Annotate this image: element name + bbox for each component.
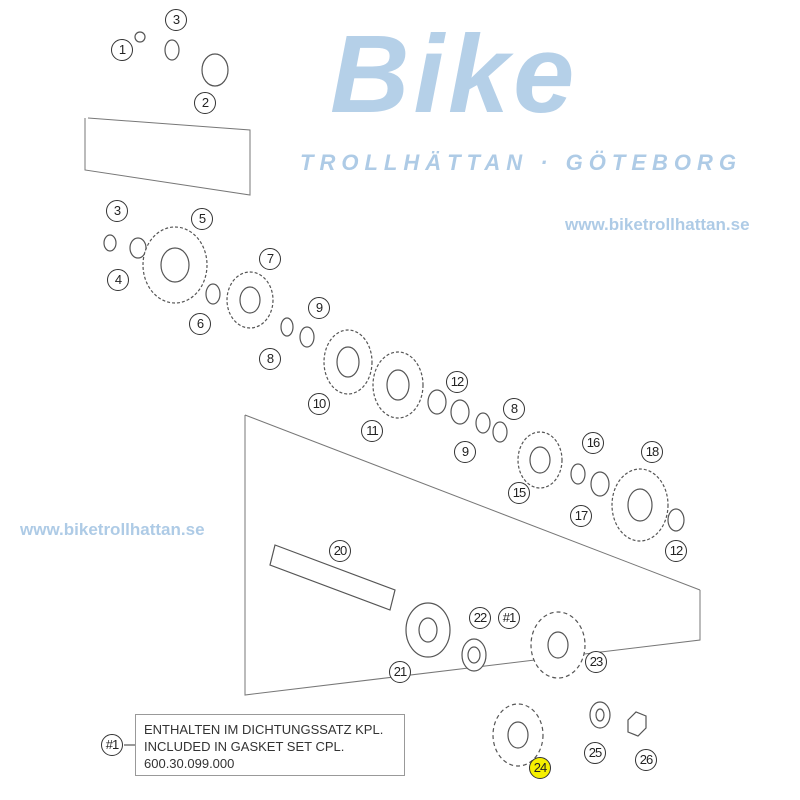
part-callout-2[interactable]: 2 bbox=[194, 92, 216, 114]
note-line-en: INCLUDED IN GASKET SET CPL. bbox=[144, 739, 345, 754]
part-callout-16[interactable]: 16 bbox=[582, 432, 604, 454]
part-callout-11[interactable]: 11 bbox=[361, 420, 383, 442]
watermark-url-left: www.biketrollhattan.se bbox=[20, 520, 205, 539]
part-callout-ref1[interactable]: #1 bbox=[498, 607, 520, 629]
circlip-part bbox=[134, 31, 146, 43]
gear-part bbox=[226, 271, 274, 329]
part-callout-4[interactable]: 4 bbox=[107, 269, 129, 291]
watermark-logo: Bike bbox=[330, 13, 579, 136]
gear-part bbox=[142, 226, 208, 304]
part-callout-17[interactable]: 17 bbox=[570, 505, 592, 527]
part-callout-25[interactable]: 25 bbox=[584, 742, 606, 764]
part-callout-9[interactable]: 9 bbox=[454, 441, 476, 463]
part-callout-24[interactable]: 24 bbox=[529, 757, 551, 779]
nut-part bbox=[627, 711, 647, 737]
part-callout-22[interactable]: 22 bbox=[469, 607, 491, 629]
part-callout-8[interactable]: 8 bbox=[259, 348, 281, 370]
washer-part bbox=[164, 39, 180, 61]
part-callout-21[interactable]: 21 bbox=[389, 661, 411, 683]
note-ref-callout: #1 bbox=[101, 734, 123, 756]
watermark-url-right: www.biketrollhattan.se bbox=[565, 215, 750, 234]
part-callout-10[interactable]: 10 bbox=[308, 393, 330, 415]
part-callout-12[interactable]: 12 bbox=[665, 540, 687, 562]
part-callout-5[interactable]: 5 bbox=[191, 208, 213, 230]
leader-lines-top bbox=[84, 117, 251, 196]
note-line-de: ENTHALTEN IM DICHTUNGSSATZ KPL. bbox=[144, 722, 384, 737]
part-callout-9[interactable]: 9 bbox=[308, 297, 330, 319]
part-callout-3[interactable]: 3 bbox=[106, 200, 128, 222]
part-callout-3[interactable]: 3 bbox=[165, 9, 187, 31]
gear-part bbox=[517, 431, 563, 489]
sprocket-part bbox=[530, 611, 586, 679]
part-callout-26[interactable]: 26 bbox=[635, 749, 657, 771]
part-callout-6[interactable]: 6 bbox=[189, 313, 211, 335]
gear-part bbox=[611, 468, 669, 542]
part-callout-1[interactable]: 1 bbox=[111, 39, 133, 61]
gear-part bbox=[372, 351, 424, 419]
note-part-number: 600.30.099.000 bbox=[144, 756, 235, 771]
sprocket-part bbox=[492, 703, 544, 767]
watermark-tagline: TROLLHÄTTAN · GÖTEBORG bbox=[300, 150, 742, 175]
shaft-part bbox=[269, 544, 396, 611]
part-callout-23[interactable]: 23 bbox=[585, 651, 607, 673]
part-callout-15[interactable]: 15 bbox=[508, 482, 530, 504]
gasket-set-note: ENTHALTEN IM DICHTUNGSSATZ KPL. INCLUDED… bbox=[135, 714, 405, 776]
part-callout-8[interactable]: 8 bbox=[503, 398, 525, 420]
part-callout-20[interactable]: 20 bbox=[329, 540, 351, 562]
part-callout-7[interactable]: 7 bbox=[259, 248, 281, 270]
part-callout-12[interactable]: 12 bbox=[446, 371, 468, 393]
bearing-part bbox=[201, 53, 229, 87]
gear-part bbox=[323, 329, 373, 395]
part-callout-18[interactable]: 18 bbox=[641, 441, 663, 463]
